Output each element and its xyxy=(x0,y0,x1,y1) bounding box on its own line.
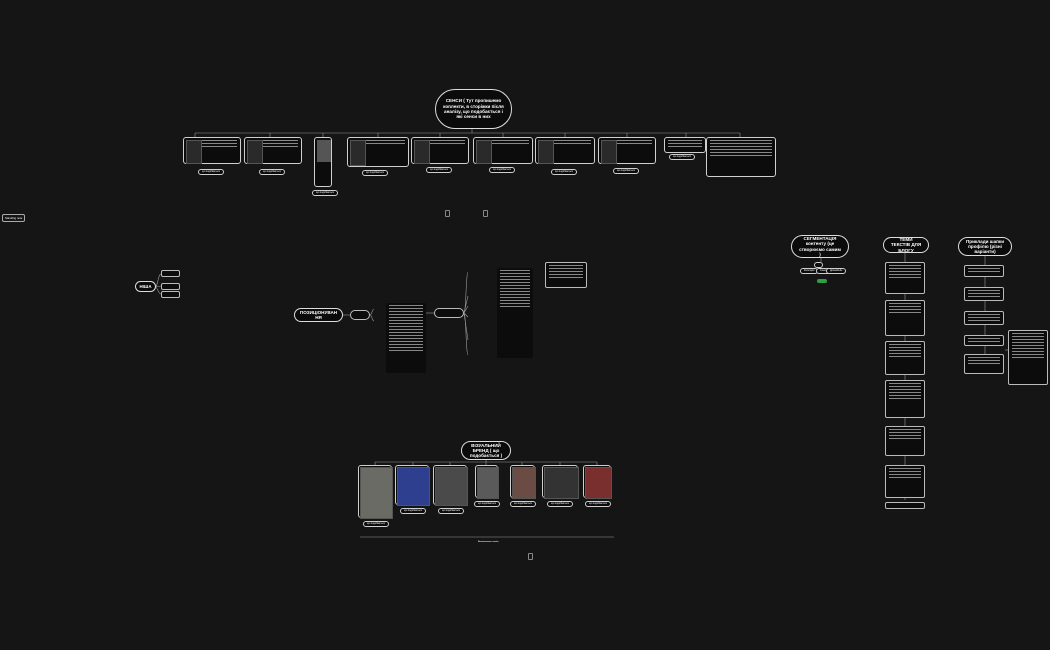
profile-example-3[interactable] xyxy=(964,311,1004,325)
blog-topic-card-5[interactable] xyxy=(885,426,925,456)
brand-like-pill-5[interactable]: що подобається xyxy=(510,501,536,508)
senses-like-pill-1[interactable]: що подобається xyxy=(198,169,224,176)
segmentation-green-button[interactable] xyxy=(817,279,827,283)
segmentation-node[interactable]: СЕГМЕНТАЦІЯ контенту (це створюємо самим… xyxy=(791,235,849,258)
blog-topic-card-4[interactable] xyxy=(885,380,925,418)
brand-like-pill-3[interactable]: що подобається xyxy=(438,508,464,515)
senses-root-node[interactable]: СЕНСИ ( Тут пропишемо коплекти, в сторіж… xyxy=(435,89,512,129)
attachment-icon[interactable] xyxy=(528,553,533,560)
blog-topics-node[interactable]: ТЕМИ ТЕКСТІВ ДЛЯ БЛОГУ xyxy=(883,237,929,253)
brand-like-pill-6[interactable]: що подобається xyxy=(547,501,573,508)
senses-card-1[interactable] xyxy=(183,137,241,164)
senses-card-4[interactable] xyxy=(347,137,409,167)
blog-topic-card-2[interactable] xyxy=(885,300,925,336)
profile-example-notes[interactable] xyxy=(1008,330,1048,385)
positioning-right-text xyxy=(497,268,533,358)
blog-topic-card-1[interactable] xyxy=(885,262,925,294)
niche-branch-3[interactable] xyxy=(161,291,180,298)
senses-card-3[interactable] xyxy=(314,137,332,187)
profile-examples-node[interactable]: Приклади шапки профілю (різні варіанти) xyxy=(958,237,1012,256)
niche-node[interactable]: НІША xyxy=(135,281,156,292)
moodboard-5[interactable] xyxy=(510,465,536,499)
segmentation-chip-3[interactable]: Доказ/Кейс xyxy=(826,268,847,275)
senses-card-7[interactable] xyxy=(535,137,595,164)
moodboard-6[interactable] xyxy=(542,465,579,499)
positioning-node[interactable]: ПОЗИЦІОНУВАН НЯ xyxy=(294,308,343,322)
senses-card-10[interactable] xyxy=(706,137,776,177)
profile-example-5[interactable] xyxy=(964,354,1004,374)
senses-like-pill-7[interactable]: що подобається xyxy=(551,169,577,176)
bottom-note: Визначення сенсів xyxy=(478,541,499,543)
moodboard-3[interactable] xyxy=(433,465,468,506)
profile-example-1[interactable] xyxy=(964,265,1004,277)
profile-example-2[interactable] xyxy=(964,287,1004,301)
positioning-text-column xyxy=(386,303,426,373)
moodboard-1[interactable] xyxy=(358,465,393,519)
attachment-icon[interactable] xyxy=(445,210,450,217)
senses-like-pill-8[interactable]: що подобається xyxy=(613,168,639,175)
brand-like-pill-4[interactable]: що подобається xyxy=(474,501,500,508)
niche-branch-1[interactable] xyxy=(161,270,180,277)
senses-like-pill-2[interactable]: що подобається xyxy=(259,169,285,176)
blog-topic-card-6[interactable] xyxy=(885,465,925,498)
senses-like-pill-3[interactable]: що подобається xyxy=(312,190,338,197)
senses-like-pill-5[interactable]: що подобається xyxy=(426,167,452,174)
senses-card-8[interactable] xyxy=(598,137,656,164)
segmentation-chip-root[interactable]: · xyxy=(814,262,823,269)
attachment-icon[interactable] xyxy=(483,210,488,217)
moodboard-7[interactable] xyxy=(583,465,612,499)
niche-branch-2[interactable] xyxy=(161,283,180,290)
positioning-branch-node[interactable] xyxy=(434,308,464,318)
left-note-label[interactable]: Standing note xyxy=(2,214,26,222)
moodboard-4[interactable] xyxy=(475,465,499,499)
brand-like-pill-7[interactable]: що подобається xyxy=(585,501,611,508)
senses-card-9[interactable] xyxy=(664,137,706,153)
positioning-detail-card[interactable] xyxy=(545,262,587,288)
blog-topic-card-3[interactable] xyxy=(885,341,925,375)
senses-card-6[interactable] xyxy=(473,137,533,164)
positioning-subnode[interactable] xyxy=(350,310,370,320)
senses-like-pill-6[interactable]: що подобається xyxy=(489,167,515,174)
senses-card-5[interactable] xyxy=(411,137,469,164)
blog-topic-card-7[interactable] xyxy=(885,502,925,509)
senses-card-2[interactable] xyxy=(244,137,302,164)
senses-like-pill-4[interactable]: що подобається xyxy=(362,170,388,177)
brand-like-pill-2[interactable]: що подобається xyxy=(400,508,426,515)
moodboard-2[interactable] xyxy=(395,465,430,506)
senses-like-pill-9[interactable]: що подобається xyxy=(669,154,695,161)
profile-example-4[interactable] xyxy=(964,335,1004,346)
visual-brand-node[interactable]: ВІЗУАЛЬНИЙ БРЕНД ( що подобається ) xyxy=(461,441,511,460)
brand-like-pill-1[interactable]: що подобається xyxy=(363,521,389,528)
